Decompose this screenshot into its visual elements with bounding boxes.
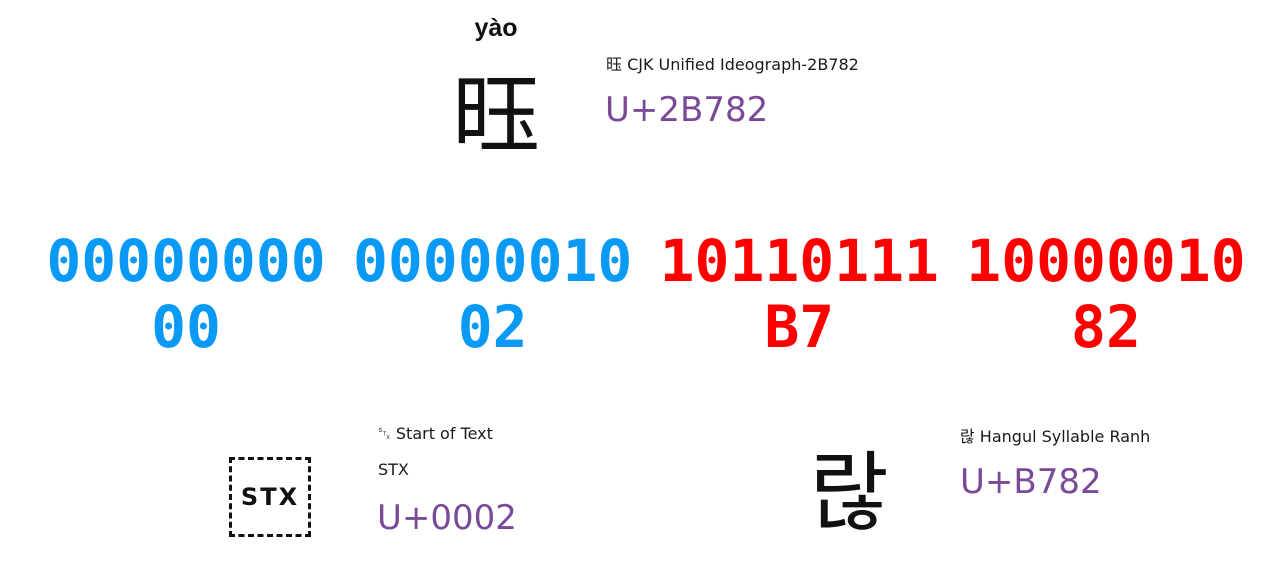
byte-group-4: 10000010 82 [966, 228, 1246, 360]
byte-2-hex: 02 [457, 293, 528, 361]
cjk-codepoint: U+2B782 [605, 90, 769, 130]
hangul-char-name: 랂 Hangul Syllable Ranh [960, 427, 1151, 446]
hangul-glyph: 랂 [810, 443, 890, 543]
byte-1-hex: 00 [151, 293, 221, 361]
stx-char-name: ␂ Start of Text [378, 424, 493, 443]
cjk-char-name: 𫞂 CJK Unified Ideograph-2B782 [606, 55, 859, 74]
byte-group-1: 00000000 00 [46, 228, 326, 360]
byte-group-2: 00000010 02 [353, 228, 633, 360]
byte-group-3: 10110111 B7 [659, 228, 939, 360]
byte-2-bits: 00000010 [352, 227, 633, 295]
stx-symbol-text: STX [240, 483, 300, 511]
byte-3-hex: B7 [764, 293, 835, 361]
hangul-codepoint: U+B782 [960, 462, 1102, 502]
byte-1-bits: 00000000 [46, 227, 326, 295]
byte-4-hex: 82 [1071, 293, 1141, 361]
stx-codepoint: U+0002 [377, 498, 517, 538]
stx-alias: STX [378, 460, 409, 479]
stx-symbol-box: STX [229, 457, 311, 537]
byte-4-bits: 10000010 [966, 227, 1246, 295]
byte-groups: 00000000 00 00000010 02 10110111 B7 1000… [46, 228, 1246, 360]
pinyin-label: yào [474, 14, 518, 42]
byte-3-bits: 10110111 [659, 227, 939, 295]
cjk-glyph: 𫞂 [452, 64, 541, 167]
